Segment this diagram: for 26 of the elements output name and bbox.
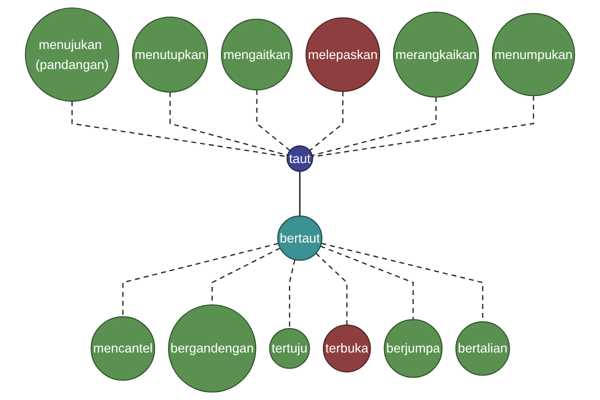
node-circle: melepaskan — [306, 17, 380, 92]
node-circle: taut — [286, 145, 314, 172]
node-circle: berjumpa — [384, 319, 443, 378]
connector — [256, 90, 290, 152]
node-circle: mencantel — [90, 316, 156, 381]
node-circle: bertaut — [277, 216, 322, 261]
node-circle: mengaitkan — [221, 18, 293, 90]
node-circle: merangkaikan — [393, 12, 480, 98]
connector — [312, 97, 437, 156]
connector — [309, 91, 344, 152]
connector — [71, 101, 288, 158]
node-circle: bergandengan — [168, 304, 256, 393]
connector — [315, 252, 348, 325]
node-circle: menutupkan — [132, 16, 208, 93]
connector — [288, 260, 296, 329]
connector — [321, 242, 484, 322]
node-circle: bertalian — [455, 321, 510, 376]
connector — [312, 96, 534, 158]
node-circle: menujukan (pandangan) — [24, 7, 120, 102]
connector — [320, 246, 414, 320]
connector — [299, 171, 301, 216]
node-circle: terbuka — [322, 324, 371, 372]
node-circle: menumpukan — [492, 13, 576, 96]
connector — [122, 242, 279, 317]
node-circle: tertuju — [269, 328, 310, 369]
connector — [170, 92, 288, 156]
